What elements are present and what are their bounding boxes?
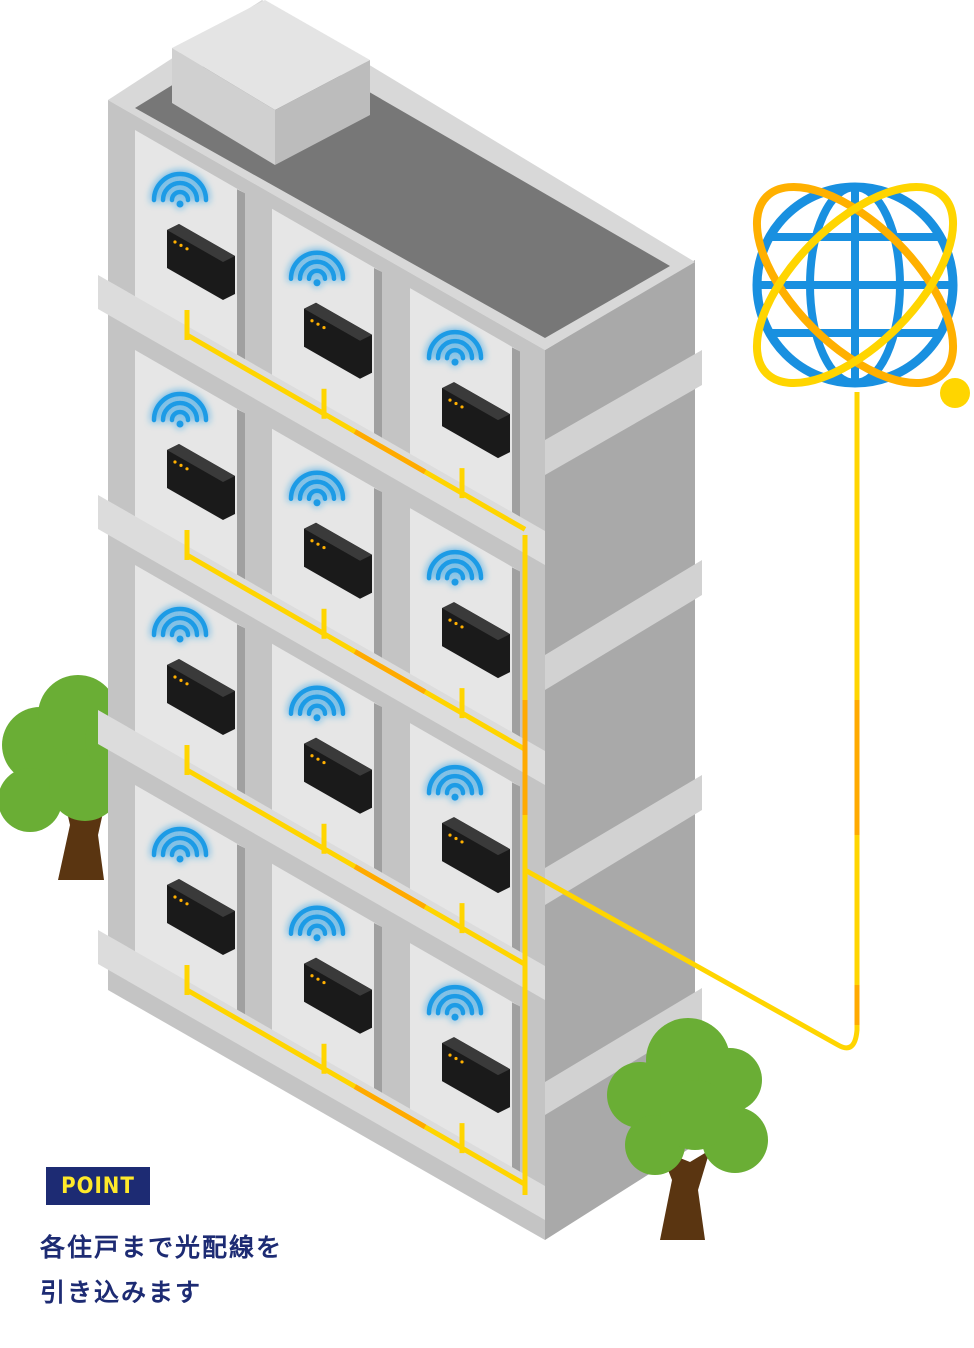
routers <box>151 171 510 1114</box>
wifi-icon <box>426 549 484 586</box>
unit-wall <box>237 624 245 799</box>
router-icon <box>442 382 510 459</box>
callout-box <box>0 1185 368 1348</box>
fiber-run-accent <box>353 1084 427 1130</box>
unit-wall <box>512 347 520 522</box>
router-icon <box>167 224 235 300</box>
router-icon <box>442 817 510 894</box>
router-icon <box>442 602 510 679</box>
fiber-uplink <box>523 392 860 1051</box>
globe-icon <box>752 182 970 408</box>
router-icon <box>167 879 235 955</box>
callout-line-2: 引き込みます <box>40 1278 203 1307</box>
callout-pointer <box>285 1120 315 1195</box>
router-icon <box>304 737 372 814</box>
router-icon <box>442 1037 510 1114</box>
apartment-units <box>135 130 520 1177</box>
wifi-icon <box>288 250 346 287</box>
unit-wall <box>374 488 382 663</box>
router-icon <box>304 522 372 599</box>
router-icon <box>304 957 372 1034</box>
unit-wall <box>512 1002 520 1177</box>
point-badge: POINT <box>46 1167 150 1205</box>
unit-wall <box>237 189 245 364</box>
wifi-icon <box>288 685 346 722</box>
fiber-run-accent <box>353 429 427 475</box>
wifi-icon <box>288 470 346 507</box>
point-callout: POINT 各住戸まで光配線を 引き込みます <box>0 1115 380 1348</box>
callout-line-1: 各住戸まで光配線を <box>40 1233 284 1262</box>
wifi-icon <box>151 606 209 643</box>
fiber-run-accent <box>353 864 427 910</box>
fiber-lines <box>184 310 860 1195</box>
wifi-icon <box>151 826 209 863</box>
wifi-icon <box>426 984 484 1021</box>
wifi-icon <box>151 391 209 428</box>
building-roof <box>108 0 695 350</box>
callout-text: 各住戸まで光配線を 引き込みます <box>40 1225 370 1315</box>
unit-wall <box>374 923 382 1098</box>
wifi-icon <box>151 171 209 208</box>
building-right-face <box>545 260 702 1240</box>
wifi-icon <box>426 764 484 801</box>
unit-wall <box>374 268 382 443</box>
wifi-icon <box>288 905 346 942</box>
tree-right <box>607 1018 768 1240</box>
unit-wall <box>512 782 520 957</box>
router-icon <box>167 659 235 735</box>
router-icon <box>167 444 235 520</box>
unit-wall <box>374 703 382 878</box>
wifi-icon <box>426 329 484 366</box>
unit-wall <box>512 567 520 742</box>
router-icon <box>304 302 372 379</box>
fiber-run-accent <box>353 649 427 695</box>
unit-wall <box>237 844 245 1019</box>
unit-wall <box>237 409 245 584</box>
